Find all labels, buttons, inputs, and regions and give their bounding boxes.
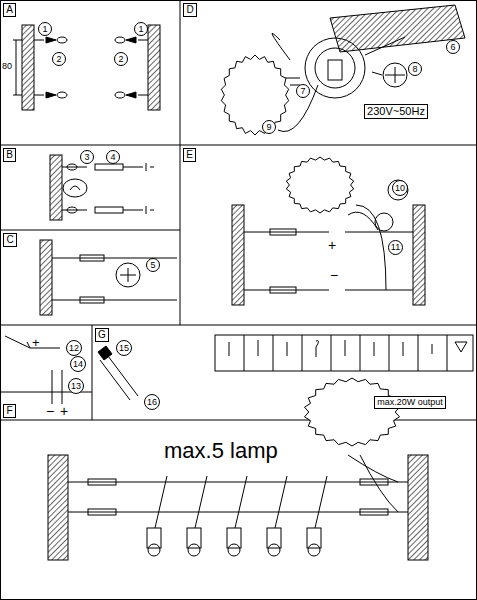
lamp-head [187, 528, 201, 548]
callout-number: 1 [134, 22, 148, 36]
lamp-lens [228, 544, 240, 556]
panel-letter: C [6, 235, 13, 245]
panel-letter-box: C [3, 233, 17, 247]
note-text: max.20W output [377, 398, 443, 407]
callout-number: 5 [146, 258, 160, 272]
parts-table [215, 335, 473, 371]
panel-letter: D [186, 5, 193, 15]
lamp-head [267, 528, 281, 548]
callout-number: 1 [38, 22, 52, 36]
lamp-stem [155, 476, 167, 528]
panel-letter-box: F [3, 404, 16, 418]
callout-number: 8 [408, 62, 422, 76]
note-box: max.20W output [374, 396, 446, 409]
transformer-disk [305, 378, 400, 446]
lamp-stem [275, 476, 287, 528]
callout-number: 2 [52, 52, 66, 66]
note-box: 230V~50Hz [364, 104, 428, 119]
panel-letter: B [6, 150, 13, 160]
callout-number: 9 [262, 120, 276, 134]
callout-number: 14 [70, 356, 86, 372]
lamp-head [147, 528, 161, 548]
sign-label: − [330, 268, 338, 282]
note-text: max.5 lamp [164, 440, 278, 462]
lamp-lens [148, 544, 160, 556]
callout-number: 10 [392, 180, 408, 196]
transformer-disk [221, 55, 288, 135]
callout-number: 3 [80, 150, 94, 164]
lamp-head [307, 528, 321, 548]
panel-letter-box: B [3, 148, 16, 162]
lamp-stem [195, 476, 207, 528]
lamp-head [227, 528, 241, 548]
panel-letter: F [6, 406, 12, 416]
sign-label: + [328, 238, 336, 252]
panel-b [50, 155, 154, 220]
bottom-system [48, 455, 428, 560]
lamp-lens [188, 544, 200, 556]
callout-number: 4 [106, 150, 120, 164]
callout-number: 13 [68, 378, 84, 394]
lamp-stem [315, 476, 327, 528]
panel-f-g [5, 336, 138, 404]
panel-c [40, 240, 177, 315]
callout-number: 15 [116, 340, 132, 356]
transformer-disk [286, 157, 353, 213]
callout-number: 12 [66, 340, 82, 356]
note-text: 230V~50Hz [367, 106, 425, 117]
panel-letter: G [98, 330, 106, 340]
panel-letter: A [6, 5, 13, 15]
callout-number: 11 [388, 240, 403, 255]
panel-letter-box: D [183, 3, 197, 17]
sign-label: + [32, 336, 40, 349]
panel-d [272, 5, 465, 132]
lamp-lens [268, 544, 280, 556]
callout-number: 16 [144, 394, 160, 410]
callout-number: 6 [446, 40, 460, 54]
panel-a [13, 25, 160, 110]
lamp-lens [308, 544, 320, 556]
sign-label: − [46, 404, 54, 418]
sign-label: 80 [2, 62, 12, 71]
panel-letter-box: A [3, 3, 16, 17]
panel-letter-box: G [95, 328, 109, 342]
callout-number: 2 [114, 52, 128, 66]
panel-letter: E [186, 150, 193, 160]
callout-number: 7 [296, 84, 310, 98]
lamp-stem [235, 476, 247, 528]
sign-label: + [60, 404, 68, 418]
panel-letter-box: E [183, 148, 196, 162]
